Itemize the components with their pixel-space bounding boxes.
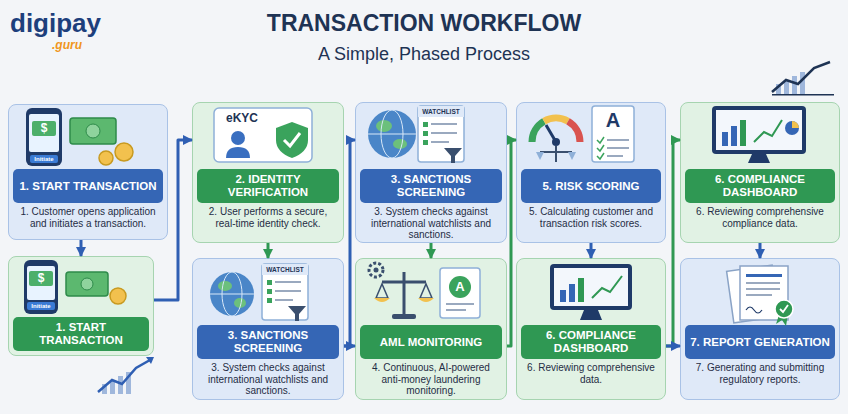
trend-chart [102, 384, 107, 394]
trend-chart [772, 62, 834, 96]
header-band: AML MONITORING [360, 325, 502, 359]
step-description: 4. Continuous, AI-powered anti-money lau… [362, 362, 500, 397]
header-band: 3. SANCTIONS SCREENING [197, 325, 339, 359]
header-band: 1. START TRANSACTION [13, 317, 149, 351]
step-heading: 3. SANCTIONS SCREENING [197, 329, 339, 355]
flow-arrow [666, 345, 680, 348]
currency-symbol: $ [29, 271, 53, 285]
step-heading: 6. COMPLIANCE DASHBOARD [521, 329, 661, 355]
process-box: 3. SANCTIONS SCREENING 3. System checks a… [192, 258, 344, 400]
logo-text: digipay [10, 8, 110, 38]
document-title: WATCHLIST [418, 108, 464, 116]
step-description: 6. Reviewing comprehensive data. [523, 362, 659, 385]
process-box: 1. START TRANSACTION [8, 256, 154, 356]
flow-arrow [267, 243, 270, 258]
trend-chart [98, 357, 154, 394]
step-heading: 7. REPORT GENERATION [687, 336, 833, 349]
button-text: Initiate [30, 155, 58, 163]
trend-chart [146, 357, 154, 364]
flow-arrow [344, 345, 355, 348]
document-title: WATCHLIST [262, 266, 308, 274]
trend-chart [772, 94, 834, 96]
step-description-area: 6. Reviewing comprehensive data. [523, 362, 659, 385]
step-description: 5. Calculating customer and transaction … [523, 206, 659, 229]
step-description-area: 1. Customer opens application and initia… [15, 206, 161, 229]
step-heading: 5. RISK SCORING [539, 180, 642, 193]
process-box: 3. SANCTIONS SCREENING 3. System checks a… [355, 102, 507, 243]
step-description-area: 7. Generating and submitting regulatory … [687, 362, 833, 385]
flow-arrow [80, 240, 83, 256]
process-box: 5. RISK SCORING 5. Calculating customer a… [516, 102, 666, 243]
diagram-title: TRANSACTION WORKFLOW [0, 10, 848, 37]
step-description: 3. System checks against international w… [199, 362, 337, 397]
flow-arrow [430, 243, 433, 258]
step-heading: AML MONITORING [377, 336, 485, 349]
step-description-area: 6. Reviewing comprehensive compliance da… [687, 206, 833, 229]
step-description-area: 5. Calculating customer and transaction … [523, 206, 659, 229]
step-description: 7. Generating and submitting regulatory … [687, 362, 833, 385]
currency-symbol: $ [32, 121, 56, 135]
process-box: 7. REPORT GENERATION 7. Generating and su… [680, 258, 840, 400]
step-heading: 2. IDENTITY VERIFICATION [197, 173, 339, 199]
process-box: AML MONITORING 4. Continuous, AI-powered … [355, 258, 507, 400]
step-heading: 1. START TRANSACTION [13, 321, 149, 347]
step-description-area: 3. System checks against international w… [362, 206, 500, 241]
card-text: eKYC [226, 111, 286, 125]
process-box: 6. COMPLIANCE DASHBOARD 6. Reviewing comp… [680, 102, 840, 243]
header-band: 7. REPORT GENERATION [685, 325, 835, 359]
trend-chart [776, 84, 781, 94]
flow-arrow [507, 140, 516, 346]
process-box: 6. COMPLIANCE DASHBOARD 6. Reviewing comp… [516, 258, 666, 400]
subtitle: A Simple, Phased Process [224, 44, 624, 65]
trend-chart [110, 380, 115, 394]
step-heading: 1. START TRANSACTION [16, 180, 159, 193]
step-description-area: 2. User performs a secure, real-time ide… [199, 206, 337, 229]
rating-letter: A [592, 108, 634, 132]
rating-letter: A [449, 279, 471, 295]
trend-chart [98, 360, 150, 392]
header-band: 6. COMPLIANCE DASHBOARD [521, 325, 661, 359]
flow-arrow [666, 140, 680, 346]
header-band: 2. IDENTITY VERIFICATION [197, 169, 339, 203]
step-description: 6. Reviewing comprehensive compliance da… [687, 206, 833, 229]
button-text: Initiate [27, 302, 55, 310]
trend-chart [118, 376, 123, 394]
trend-chart [772, 62, 830, 92]
flow-arrow [759, 243, 762, 258]
header-band: 5. RISK SCORING [521, 169, 661, 203]
trend-chart [126, 372, 131, 394]
trend-chart [792, 76, 797, 94]
step-heading: 6. COMPLIANCE DASHBOARD [685, 173, 835, 199]
step-description: 1. Customer opens application and initia… [15, 206, 161, 229]
step-description-area: 3. System checks against international w… [199, 362, 337, 397]
process-box: 1. START TRANSACTION 1. Customer opens ap… [8, 104, 168, 240]
flow-arrow [590, 243, 593, 258]
header-band: 3. SANCTIONS SCREENING [360, 169, 502, 203]
step-description: 2. User performs a secure, real-time ide… [199, 206, 337, 229]
trend-chart [784, 80, 789, 94]
step-heading: 3. SANCTIONS SCREENING [360, 173, 502, 199]
flow-arrow [344, 140, 355, 346]
header-band: 1. START TRANSACTION [13, 169, 163, 203]
step-description: 3. System checks against international w… [362, 206, 500, 241]
trend-chart [800, 72, 805, 94]
process-box: 2. IDENTITY VERIFICATION 2. User performs… [192, 102, 344, 243]
logo-text: .guru [52, 38, 102, 52]
step-description-area: 4. Continuous, AI-powered anti-money lau… [362, 362, 500, 397]
header-band: 6. COMPLIANCE DASHBOARD [685, 169, 835, 203]
